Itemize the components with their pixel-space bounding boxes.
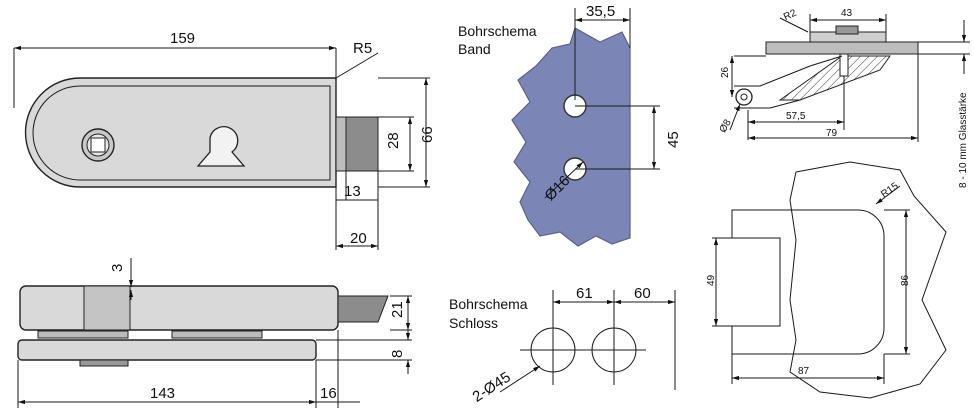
side-view <box>17 258 412 408</box>
cutout-outline <box>731 209 885 355</box>
lock-title-1: Bohrschema <box>449 296 528 312</box>
dim-lock-diameter: 2-Ø45 <box>470 369 514 406</box>
dim-overhang: 16 <box>320 385 337 402</box>
band-drill-scheme <box>511 8 660 247</box>
glass-panel <box>511 27 631 247</box>
lock-body-side <box>19 285 339 331</box>
dim-bolt-length: 20 <box>350 230 367 247</box>
dim-hinge-radius: R2 <box>782 8 799 24</box>
lock-body-front <box>24 77 337 188</box>
dim-hinge-plate: 43 <box>841 8 853 19</box>
dim-thickness: 21 <box>389 301 406 318</box>
dim-cutout-height: 86 <box>900 274 911 286</box>
dim-band-spacing: 45 <box>665 131 682 148</box>
dim-bolt-height: 28 <box>385 132 402 149</box>
dim-lock-edge: 60 <box>634 285 651 302</box>
dim-glass-range: 8 - 10 mm Glasstärke <box>958 92 969 188</box>
dim-hinge-height: 26 <box>720 66 731 78</box>
dim-cutout-radius: R15 <box>879 181 901 201</box>
dim-hinge-length: 79 <box>826 128 838 139</box>
front-view <box>13 45 430 250</box>
side-bolt <box>337 295 389 323</box>
glass-outline <box>789 161 947 399</box>
dim-width: 159 <box>170 30 195 47</box>
dim-lock-spacing: 61 <box>576 285 593 302</box>
hinge-top-plate <box>765 41 919 55</box>
dim-bolt-offset: 13 <box>344 183 361 200</box>
lock-drill-scheme <box>499 290 676 393</box>
hinge-section <box>778 55 891 101</box>
dim-glass: 8 <box>389 350 406 358</box>
lock-title-2: Schloss <box>449 315 498 331</box>
dim-cutout-depth: 49 <box>706 274 717 286</box>
dim-length: 143 <box>150 385 175 402</box>
dim-hinge-offset: 57,5 <box>786 111 806 122</box>
dim-height: 66 <box>419 126 436 143</box>
keyhole-icon <box>196 126 246 167</box>
dim-cutout-width: 87 <box>798 366 810 377</box>
dim-gap: 3 <box>109 264 126 272</box>
hinge-detail <box>729 14 970 142</box>
dim-hinge-pin: Ø8 <box>718 117 734 134</box>
band-title-2: Band <box>458 41 491 57</box>
glass-cutout <box>712 161 947 399</box>
glass-plate-side <box>17 339 317 361</box>
dim-radius: R5 <box>353 40 372 57</box>
dim-band-edge: 35,5 <box>586 3 615 20</box>
band-title-1: Bohrschema <box>458 23 537 39</box>
